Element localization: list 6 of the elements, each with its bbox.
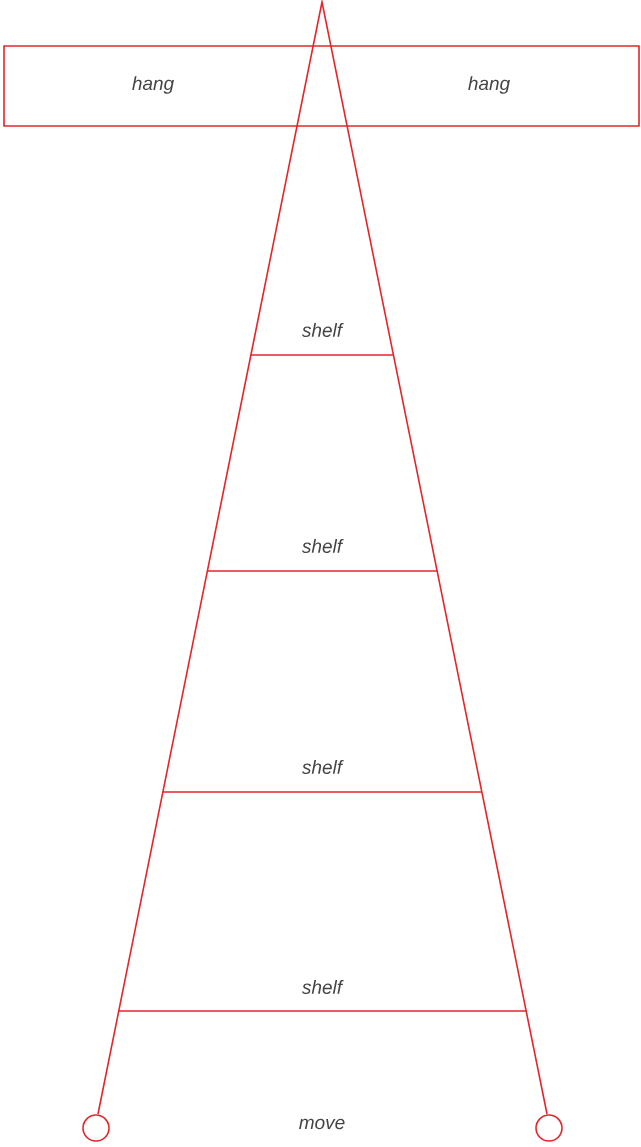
shelf-label: shelf — [302, 980, 344, 994]
shelf-label: shelf — [302, 323, 344, 337]
shelf-label: shelf — [302, 760, 344, 774]
shelf-label: shelf — [302, 539, 344, 553]
wheel-label: move — [299, 1118, 345, 1130]
crossbar-box: hang hang — [3, 45, 640, 127]
